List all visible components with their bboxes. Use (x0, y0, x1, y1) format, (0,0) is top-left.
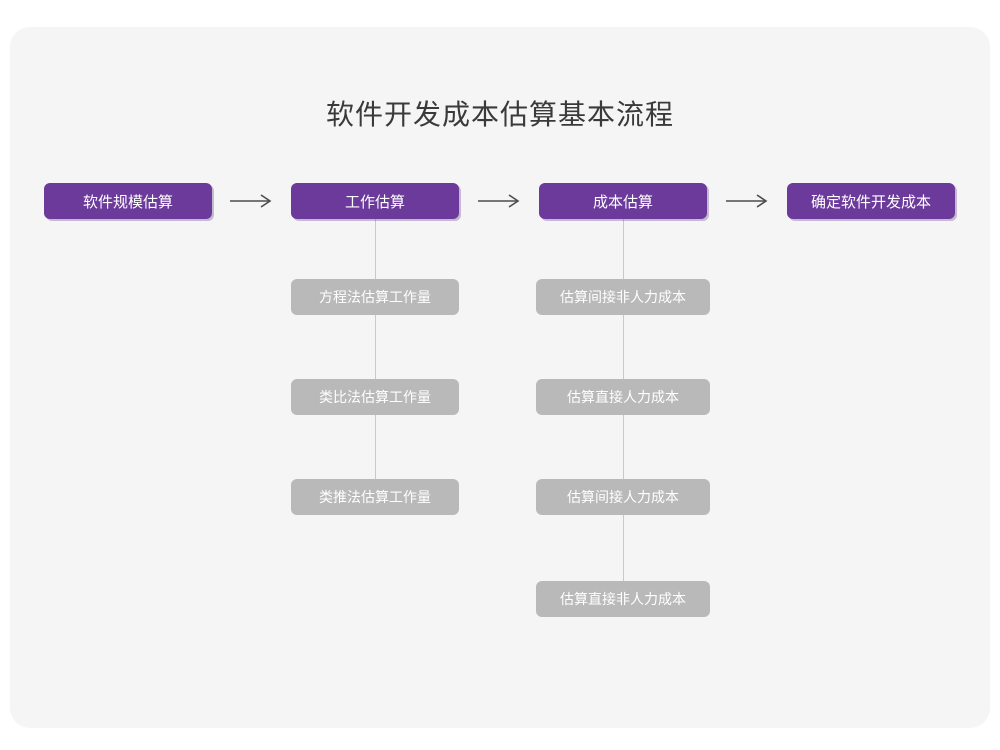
sub-node-equation-method-workload[interactable]: 方程法估算工作量 (291, 279, 459, 315)
sub-node-direct-nonlabor-cost[interactable]: 估算直接非人力成本 (536, 581, 710, 617)
right-arrow-icon (222, 183, 282, 219)
flow-node-software-scale-estimation[interactable]: 软件规模估算 (44, 183, 212, 219)
sub-node-analogy-method-workload[interactable]: 类比法估算工作量 (291, 379, 459, 415)
page-title: 软件开发成本估算基本流程 (325, 99, 674, 130)
sub-node-inference-method-workload[interactable]: 类推法估算工作量 (291, 479, 459, 515)
flow-node-cost-estimation[interactable]: 成本估算 (539, 183, 707, 219)
flow-node-work-estimation[interactable]: 工作估算 (291, 183, 459, 219)
right-arrow-icon (470, 183, 530, 219)
flow-node-determine-development-cost[interactable]: 确定软件开发成本 (787, 183, 955, 219)
diagram-card (10, 27, 990, 728)
sub-node-direct-labor-cost[interactable]: 估算直接人力成本 (536, 379, 710, 415)
sub-node-indirect-labor-cost[interactable]: 估算间接人力成本 (536, 479, 710, 515)
sub-node-indirect-nonlabor-cost[interactable]: 估算间接非人力成本 (536, 279, 710, 315)
right-arrow-icon (718, 183, 778, 219)
connector-line-work-column (375, 219, 376, 479)
